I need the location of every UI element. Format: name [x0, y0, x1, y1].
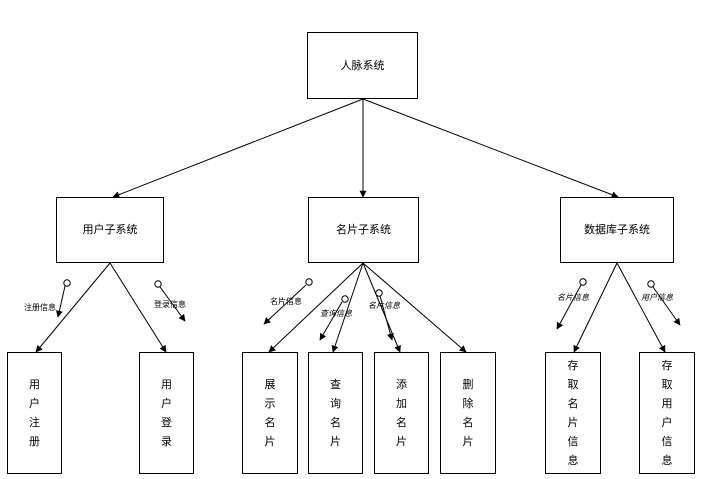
flow-label-register: 注册信息 — [24, 303, 56, 312]
flow-label-user: 用户信息 — [641, 293, 673, 302]
flow-couple-card-3 — [556, 278, 587, 330]
card-subsystem-label: 名片子系统 — [336, 223, 391, 236]
root-system-box: 人脉系统 — [307, 32, 418, 99]
flow-label-card-2: 名片信息 — [368, 301, 400, 310]
module-user-login: 用户登录 — [139, 352, 194, 474]
module-store-card-info: 存取名片信息 — [545, 352, 601, 474]
flow-couple-card-1 — [263, 278, 313, 325]
module-label: 存取名片信息 — [567, 359, 579, 467]
db-subsystem-box: 数据库子系统 — [560, 197, 674, 263]
user-subsystem-box: 用户子系统 — [56, 197, 164, 263]
connector-card-delete — [362, 262, 467, 353]
flow-couple-register — [55, 279, 71, 318]
connector-card-query — [331, 262, 364, 353]
module-label: 存取用户信息 — [661, 359, 673, 467]
connector-root-user — [112, 98, 364, 198]
connector-user-login — [109, 262, 167, 353]
flow-label-card-3: 名片信息 — [557, 293, 589, 302]
connector-root-db — [362, 98, 619, 199]
db-subsystem-label: 数据库子系统 — [584, 223, 650, 236]
module-show-card: 展示名片 — [242, 352, 298, 474]
module-label: 用户注册 — [29, 378, 40, 448]
module-query-card: 查询名片 — [308, 352, 363, 474]
flow-couple-card-2 — [375, 289, 394, 341]
module-label: 用户登录 — [161, 378, 172, 448]
flow-label-login: 登录信息 — [154, 300, 186, 309]
module-label: 展示名片 — [264, 378, 276, 448]
flow-label-card-1: 名片信息 — [270, 297, 302, 306]
flow-couple-user — [647, 280, 681, 326]
connector-db-card — [573, 262, 618, 353]
module-label: 添加名片 — [396, 378, 407, 448]
module-delete-card: 删除名片 — [440, 352, 496, 474]
module-label: 删除名片 — [462, 378, 474, 448]
module-add-card: 添加名片 — [374, 352, 429, 474]
module-label: 查询名片 — [330, 378, 341, 448]
flow-couple-query — [319, 295, 349, 341]
connector-user-register — [35, 262, 111, 353]
flow-label-query: 查询信息 — [320, 309, 352, 318]
module-user-register: 用户注册 — [7, 352, 62, 474]
connector-db-user — [616, 262, 666, 353]
card-subsystem-box: 名片子系统 — [308, 197, 419, 263]
module-store-user-info: 存取用户信息 — [639, 352, 695, 474]
connector-card-show — [268, 262, 364, 353]
root-system-label: 人脉系统 — [340, 58, 385, 72]
connector-card-add — [362, 262, 401, 353]
flow-couple-login — [154, 280, 186, 322]
user-subsystem-label: 用户子系统 — [82, 223, 138, 236]
